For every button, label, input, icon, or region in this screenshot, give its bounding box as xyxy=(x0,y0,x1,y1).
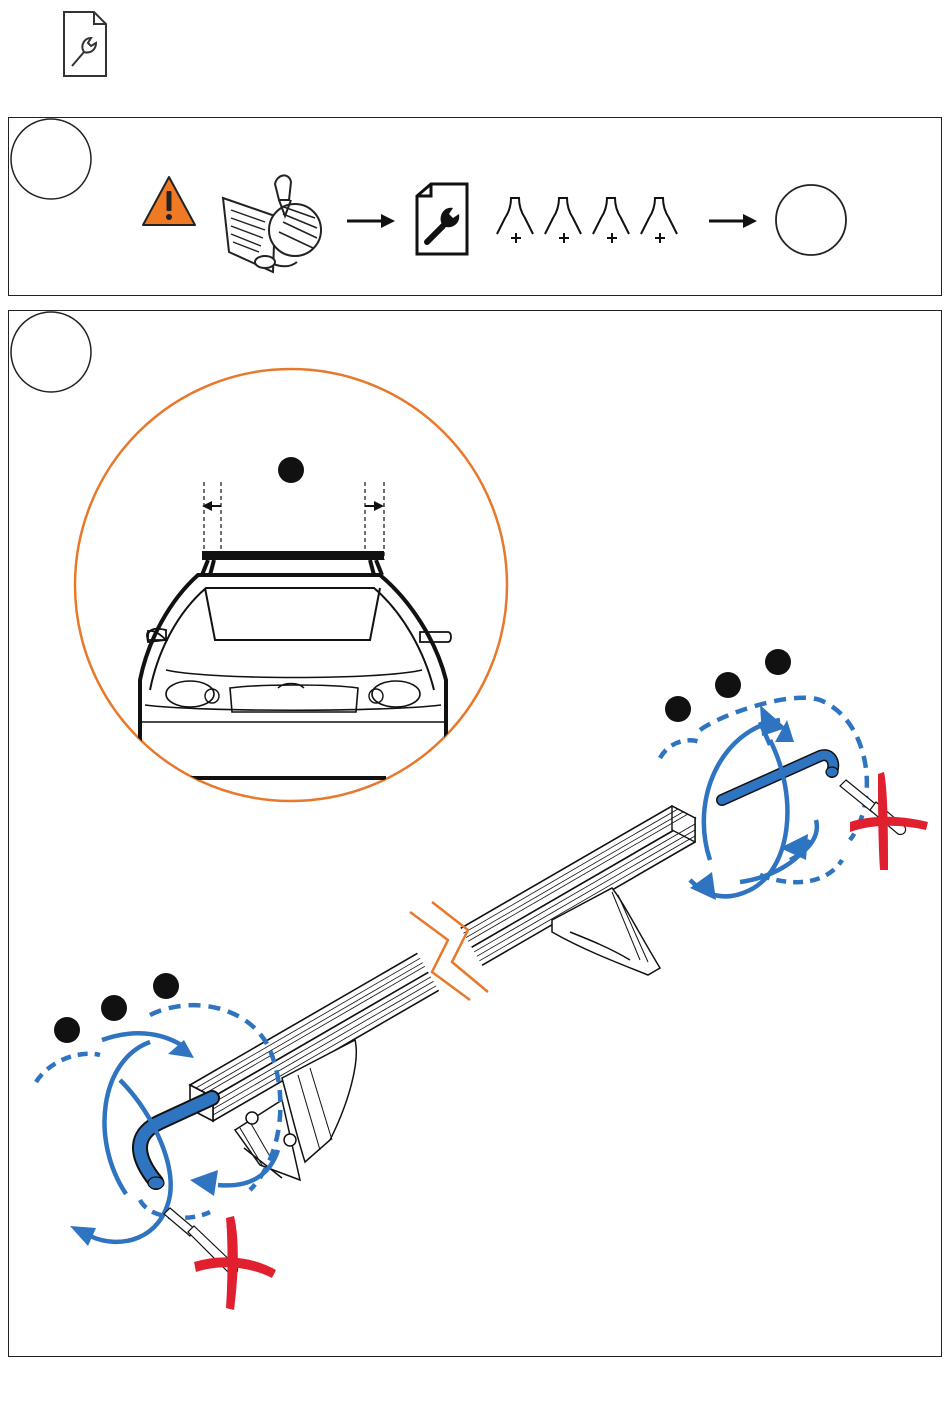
step-marker-dot-icon xyxy=(153,973,179,999)
step-marker-dot-icon xyxy=(54,1017,80,1043)
car-front-detail-view xyxy=(75,369,507,801)
prohibited-x-icon xyxy=(850,772,928,870)
prohibited-x-icon xyxy=(194,1216,276,1310)
step-marker-dot-icon xyxy=(765,649,791,675)
step-marker-dot-icon xyxy=(715,672,741,698)
allen-key-icon xyxy=(140,1098,212,1189)
step-marker-dot-icon xyxy=(278,457,304,483)
step-marker-dot-icon xyxy=(665,696,691,722)
step-marker-dot-icon xyxy=(101,995,127,1021)
